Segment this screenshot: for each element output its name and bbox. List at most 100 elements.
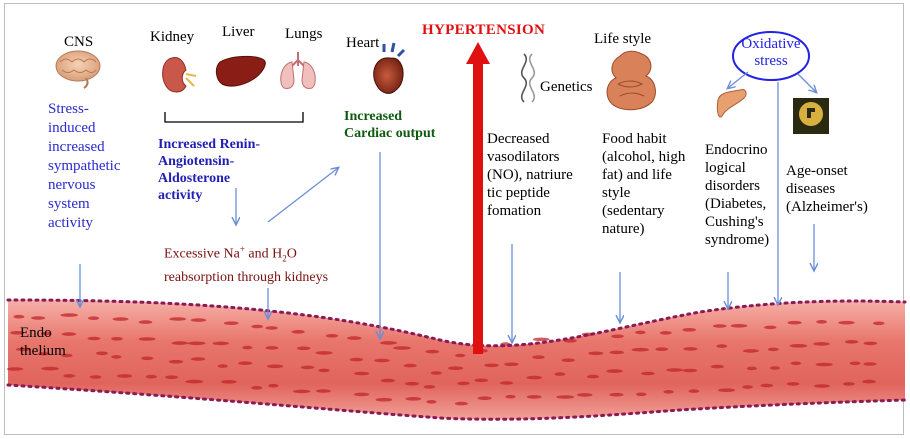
endothelial-cell [265, 346, 279, 350]
hypertension-title: HYPERTENSION [422, 22, 546, 38]
endothelial-cell [789, 344, 808, 348]
endothelial-cell [13, 314, 25, 319]
endothelial-cell [61, 353, 73, 358]
sodium-mid: and H [244, 246, 283, 262]
endothelial-cell [349, 357, 364, 362]
endothelial-cell [713, 324, 727, 328]
arrow-oxidative-to-brain [797, 73, 816, 92]
endothelial-cell [526, 395, 542, 399]
lungs-icon [280, 52, 316, 89]
endothelial-cell [265, 326, 278, 330]
cardiac-line-1: Increased [344, 109, 403, 124]
endo-line-3: disorders [705, 178, 760, 194]
endothelial-cell [242, 345, 253, 350]
endo-line-6: syndrome) [705, 232, 770, 248]
heart-icon [373, 42, 406, 94]
hypertension-arrow [466, 42, 490, 354]
endothelial-cell [15, 347, 31, 352]
endothelial-cell [718, 388, 735, 393]
endothelial-cell [165, 375, 178, 380]
endothelial-cell [266, 364, 284, 369]
endothelial-cell [710, 364, 724, 369]
endothelial-cell [405, 397, 422, 401]
digestive-system-icon [606, 50, 656, 111]
endothelial-cell [767, 347, 779, 352]
endothelial-cell [187, 341, 206, 346]
renin-line-1: Increased Renin- [158, 137, 261, 152]
vaso-line-2: vasodilators [487, 149, 560, 165]
endothelial-cell [499, 381, 514, 385]
endo-line-4: (Diabetes, [705, 196, 767, 212]
age-line-1: Age-onset [786, 163, 848, 179]
endothelial-cell [790, 361, 802, 366]
endothelial-cell [88, 316, 100, 321]
endothelial-cell [746, 366, 757, 371]
endothelial-cell [354, 392, 370, 397]
endothelial-cell [716, 344, 728, 348]
endothelial-cell [116, 374, 133, 378]
endothelial-cell [863, 362, 877, 366]
endothelial-cell [606, 369, 623, 373]
endothelial-cell [588, 351, 604, 356]
endothelial-cell [141, 356, 154, 361]
endothelial-cell [112, 317, 129, 321]
endothelium-tissue [8, 300, 905, 420]
food-habit-text: Food habit (alcohol, high fat) and life … [602, 130, 685, 238]
endothelial-cell [251, 386, 263, 390]
endothelial-cell [688, 389, 700, 393]
endothelial-cell [532, 355, 545, 360]
stress-line-1: Stress- [48, 101, 89, 117]
endothelial-cell [556, 395, 575, 399]
endothelial-cell [425, 349, 440, 354]
endothelial-cell [212, 341, 229, 346]
food-line-6: nature) [602, 221, 645, 237]
kidney-icon [162, 57, 197, 93]
endothelial-cell [221, 380, 237, 384]
endo-line-5: Cushing's [705, 214, 764, 230]
endothelial-cell [347, 336, 362, 340]
endothelial-cell [40, 331, 53, 336]
endothelial-cell [455, 353, 466, 358]
endothelial-cell [426, 400, 437, 404]
endothelial-cell [561, 358, 575, 363]
food-line-4: style [602, 185, 631, 201]
sodium-reabsorption-text: Excessive Na+ and H2O reabsorption throu… [164, 240, 328, 287]
endothelial-cell [145, 374, 157, 379]
endothelial-cell [849, 361, 861, 366]
endothelial-cell [6, 367, 24, 371]
endothelial-cell [41, 366, 59, 371]
vaso-line-4: tic peptide [487, 185, 550, 201]
head-puzzle-icon [793, 98, 829, 134]
renin-line-2: Angiotensin- [158, 154, 235, 169]
stress-line-4: sympathetic [48, 158, 121, 174]
endothelial-cell [609, 350, 625, 355]
endothelial-cell [611, 334, 624, 339]
lifestyle-label: Life style [594, 31, 652, 47]
endothelial-cell [63, 374, 76, 378]
endothelial-cell [375, 397, 393, 402]
endothelial-cell [477, 396, 492, 401]
sodium-suffix: O [286, 246, 297, 262]
arrow-sodium-to-cardiac [267, 168, 338, 223]
food-line-3: fat) and life [602, 167, 672, 183]
endothelial-cell [526, 375, 543, 380]
stress-line-2: induced [48, 120, 96, 136]
endothelial-cell [683, 347, 698, 351]
endothelial-cell [742, 349, 759, 353]
endothelial-cell [138, 320, 153, 324]
sodium-line-2: reabsorption through kidneys [164, 270, 329, 286]
diagram-frame [4, 3, 904, 435]
endothelial-cell [168, 359, 184, 364]
endothelial-cell [60, 313, 78, 317]
endothelial-cell [682, 368, 698, 373]
food-line-1: Food habit [602, 131, 667, 147]
endothelial-cell [316, 389, 331, 393]
endothelial-cell [138, 337, 156, 341]
endothelial-cell [380, 341, 397, 345]
endothelial-cell [474, 378, 489, 383]
oxidative-stress-oval [732, 31, 810, 81]
endothelial-cell [291, 330, 305, 334]
endothelium-top-edge [6, 298, 907, 348]
pathway-arrows [80, 71, 816, 342]
endothelial-cell [223, 321, 239, 326]
